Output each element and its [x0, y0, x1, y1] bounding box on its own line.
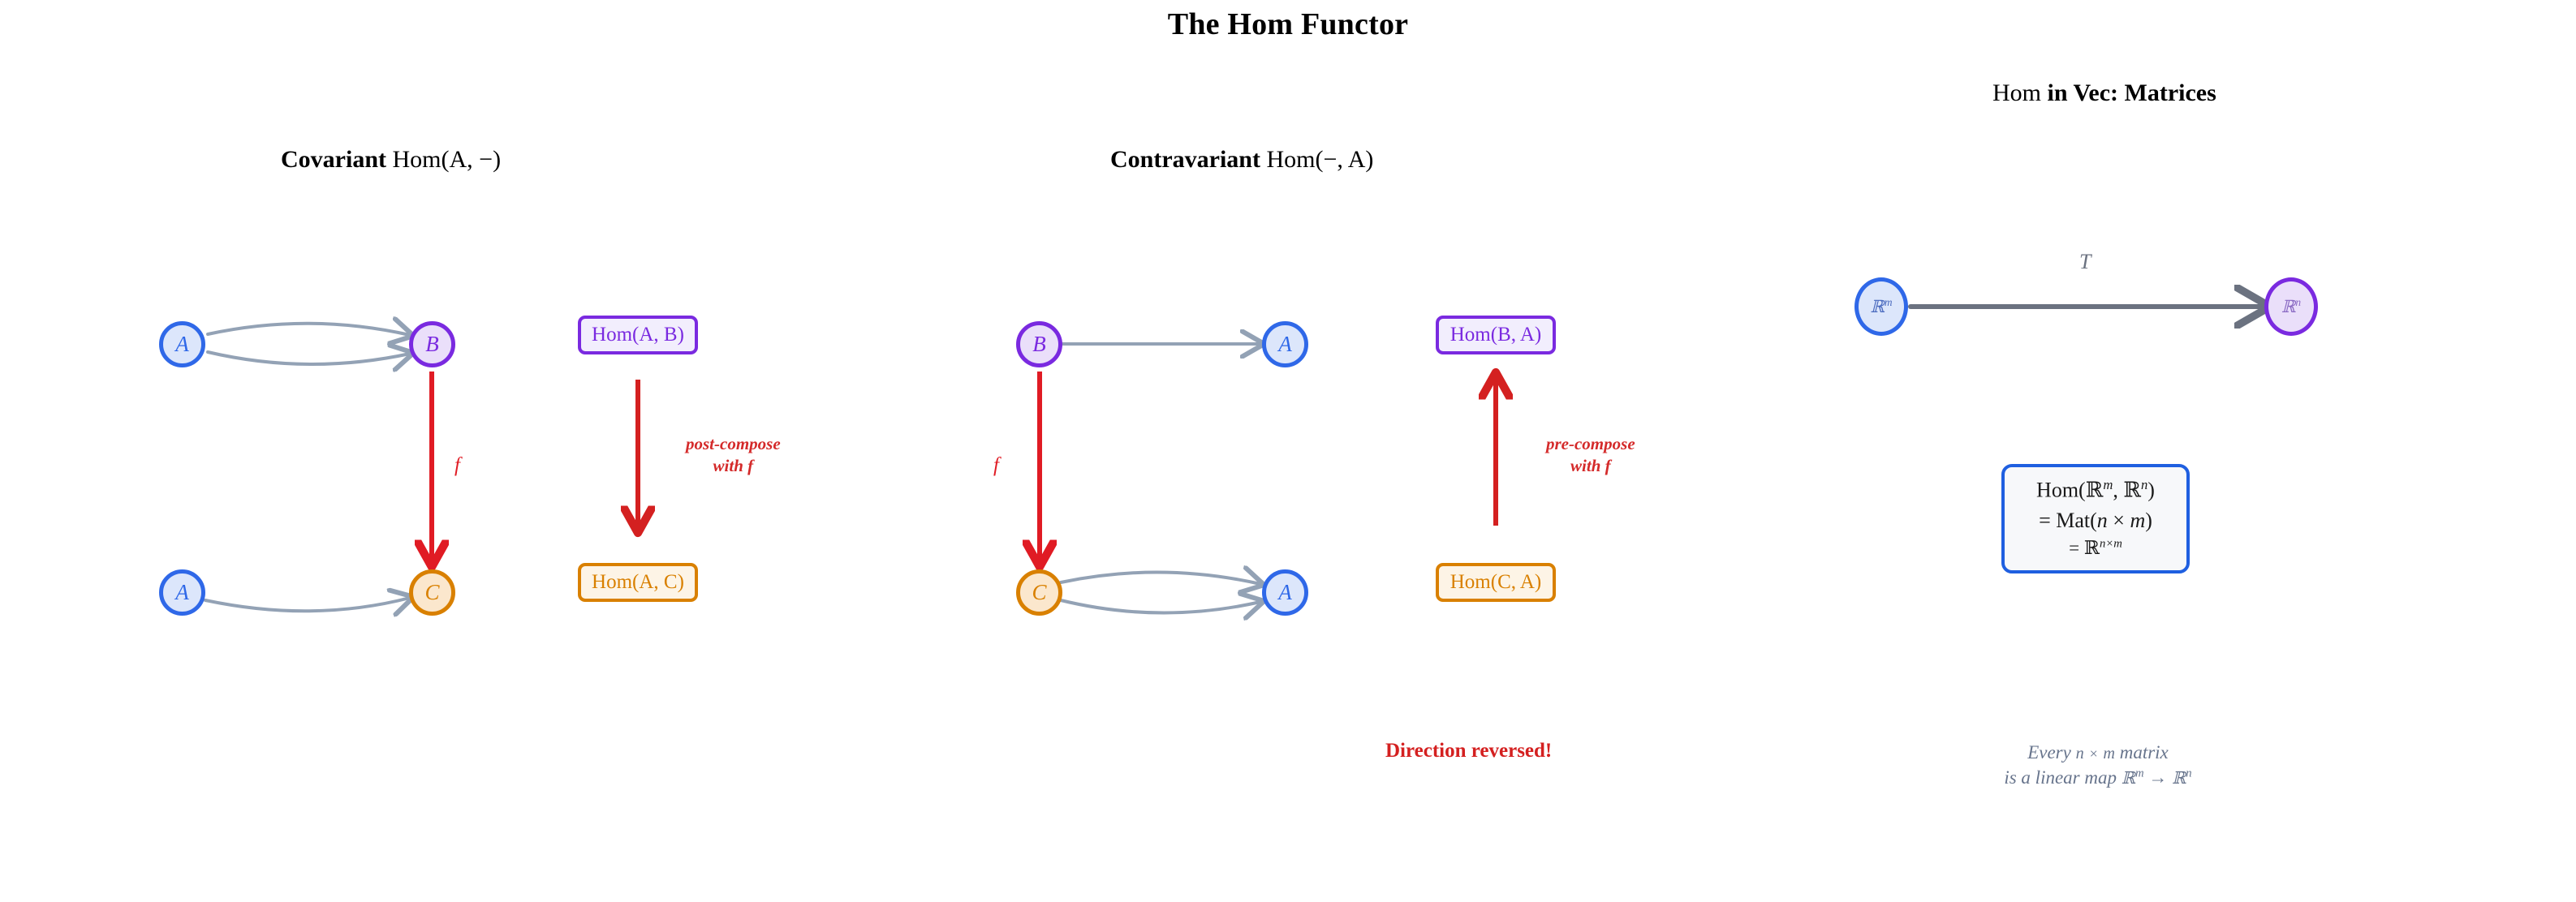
contravariant-action-label: pre-compose with f	[1546, 433, 1635, 477]
covariant-f-label: f	[454, 454, 460, 476]
contravariant-arrow-c-to-a-lower	[1059, 600, 1260, 613]
contravariant-node-b[interactable]: B	[1016, 321, 1062, 367]
vec-formula-box: Hom(ℝm, ℝn) = Mat(n × m) = ℝn×m	[2001, 464, 2190, 573]
vec-caption: Every n × m matrix is a linear map ℝm → …	[1976, 740, 2220, 790]
covariant-node-c[interactable]: C	[409, 569, 455, 616]
covariant-panel-title: Covariant Hom(A, −)	[281, 146, 501, 174]
vec-panel-title: Hom in Vec: Matrices	[1992, 79, 2216, 107]
contravariant-action-line2: with f	[1570, 455, 1611, 475]
covariant-arrow-a-to-c	[204, 598, 410, 611]
covariant-arrow-a-to-b-upper	[206, 324, 410, 335]
vec-node-source[interactable]: ℝm	[1854, 277, 1908, 336]
vec-formula-line3: = ℝn×m	[2069, 537, 2122, 560]
node-label: A	[1278, 332, 1292, 356]
contravariant-action-line1: pre-compose	[1546, 434, 1635, 453]
covariant-arrow-a-to-b-lower	[206, 352, 410, 364]
node-label: A	[1278, 580, 1292, 604]
contravariant-hom-target-box[interactable]: Hom(C, A)	[1436, 563, 1556, 602]
covariant-action-line2: with f	[713, 455, 754, 475]
hom-target-label: Hom(A, C)	[592, 571, 684, 593]
contravariant-title-math: Hom(−, A)	[1266, 146, 1374, 173]
contravariant-node-a-top[interactable]: A	[1262, 321, 1308, 367]
page-title: The Hom Functor	[1167, 7, 1409, 41]
vec-title-math: Hom	[1992, 79, 2041, 106]
node-label: B	[425, 332, 439, 356]
covariant-title-bold: Covariant	[281, 146, 386, 173]
vec-node-target-label: ℝn	[2281, 296, 2302, 316]
node-label: A	[175, 332, 189, 356]
covariant-action-line1: post-compose	[686, 434, 781, 453]
hom-source-label: Hom(B, A)	[1450, 324, 1542, 346]
direction-reversed-note: Direction reversed!	[1385, 740, 1553, 762]
contravariant-panel-title: Contravariant Hom(−, A)	[1110, 146, 1373, 174]
vec-title-bold: in Vec: Matrices	[2047, 79, 2216, 106]
contravariant-node-a-bottom[interactable]: A	[1262, 569, 1308, 616]
vec-formula-line2: = Mat(n × m)	[2039, 508, 2152, 532]
covariant-node-b[interactable]: B	[409, 321, 455, 367]
covariant-action-label: post-compose with f	[686, 433, 781, 477]
node-label: A	[175, 580, 189, 604]
covariant-title-math: Hom(A, −)	[392, 146, 502, 173]
vec-node-source-label: ℝm	[1870, 296, 1893, 316]
contravariant-node-c[interactable]: C	[1016, 569, 1062, 616]
vec-caption-line2: is a linear map ℝm → ℝn	[2004, 767, 2192, 788]
covariant-hom-target-box[interactable]: Hom(A, C)	[578, 563, 698, 602]
node-label: B	[1032, 332, 1046, 356]
vec-formula-line1: Hom(ℝm, ℝn)	[2036, 476, 2155, 503]
vec-node-target[interactable]: ℝn	[2264, 277, 2318, 336]
contravariant-arrow-c-to-a-upper	[1059, 572, 1260, 584]
covariant-node-a-bottom[interactable]: A	[159, 569, 205, 616]
hom-target-label: Hom(C, A)	[1450, 571, 1542, 593]
contravariant-hom-source-box[interactable]: Hom(B, A)	[1436, 316, 1556, 354]
node-label: C	[424, 580, 440, 604]
covariant-hom-source-box[interactable]: Hom(A, B)	[578, 316, 698, 354]
contravariant-f-label: f	[993, 454, 999, 476]
hom-source-label: Hom(A, B)	[592, 324, 684, 346]
vec-map-label: T	[2079, 250, 2091, 273]
contravariant-title-bold: Contravariant	[1110, 146, 1260, 173]
vec-caption-line1: Every n × m matrix	[2027, 742, 2169, 762]
covariant-node-a-top[interactable]: A	[159, 321, 205, 367]
node-label: C	[1032, 580, 1047, 604]
